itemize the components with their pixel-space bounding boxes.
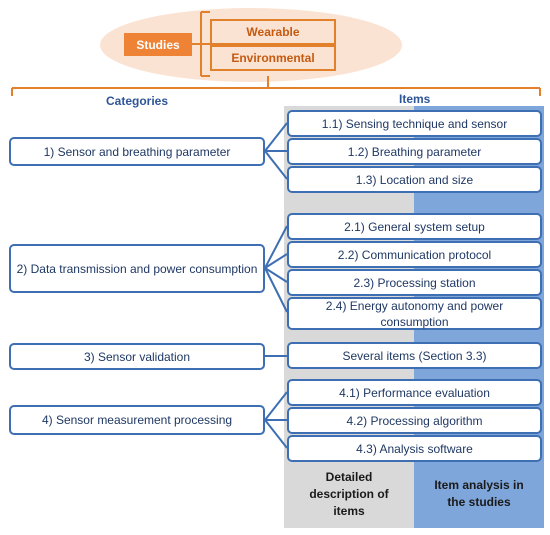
categories-header: Categories (106, 94, 169, 108)
item-1-3: 1.3) Location and size (287, 166, 542, 193)
category-measurement-processing: 4) Sensor measurement processing (9, 405, 265, 435)
item-4-3: 4.3) Analysis software (287, 435, 542, 462)
item-1-2: 1.2) Breathing parameter (287, 138, 542, 165)
category-data-transmission: 2) Data transmission and power consumpti… (9, 244, 265, 293)
studies-label: Studies (124, 33, 192, 56)
detailed-description-text: Detailed description of items (309, 469, 389, 518)
items-header: Items (399, 92, 431, 106)
study-type-wearable: Wearable (210, 19, 336, 45)
item-analysis-text: Item analysis in the studies (434, 478, 524, 509)
item-2-4: 2.4) Energy autonomy and power consumpti… (287, 297, 542, 330)
item-analysis-label: Item analysis in the studies (414, 462, 544, 526)
detailed-description-label: Detailed description of items (284, 462, 414, 526)
category-sensor-breathing: 1) Sensor and breathing parameter (9, 137, 265, 166)
item-4-1: 4.1) Performance evaluation (287, 379, 542, 406)
item-2-2: 2.2) Communication protocol (287, 241, 542, 268)
item-2-1: 2.1) General system setup (287, 213, 542, 240)
item-1-1: 1.1) Sensing technique and sensor (287, 110, 542, 137)
item-several-items: Several items (Section 3.3) (287, 342, 542, 369)
item-4-2: 4.2) Processing algorithm (287, 407, 542, 434)
study-type-environmental: Environmental (210, 45, 336, 71)
item-2-3: 2.3) Processing station (287, 269, 542, 296)
category-sensor-validation: 3) Sensor validation (9, 343, 265, 370)
